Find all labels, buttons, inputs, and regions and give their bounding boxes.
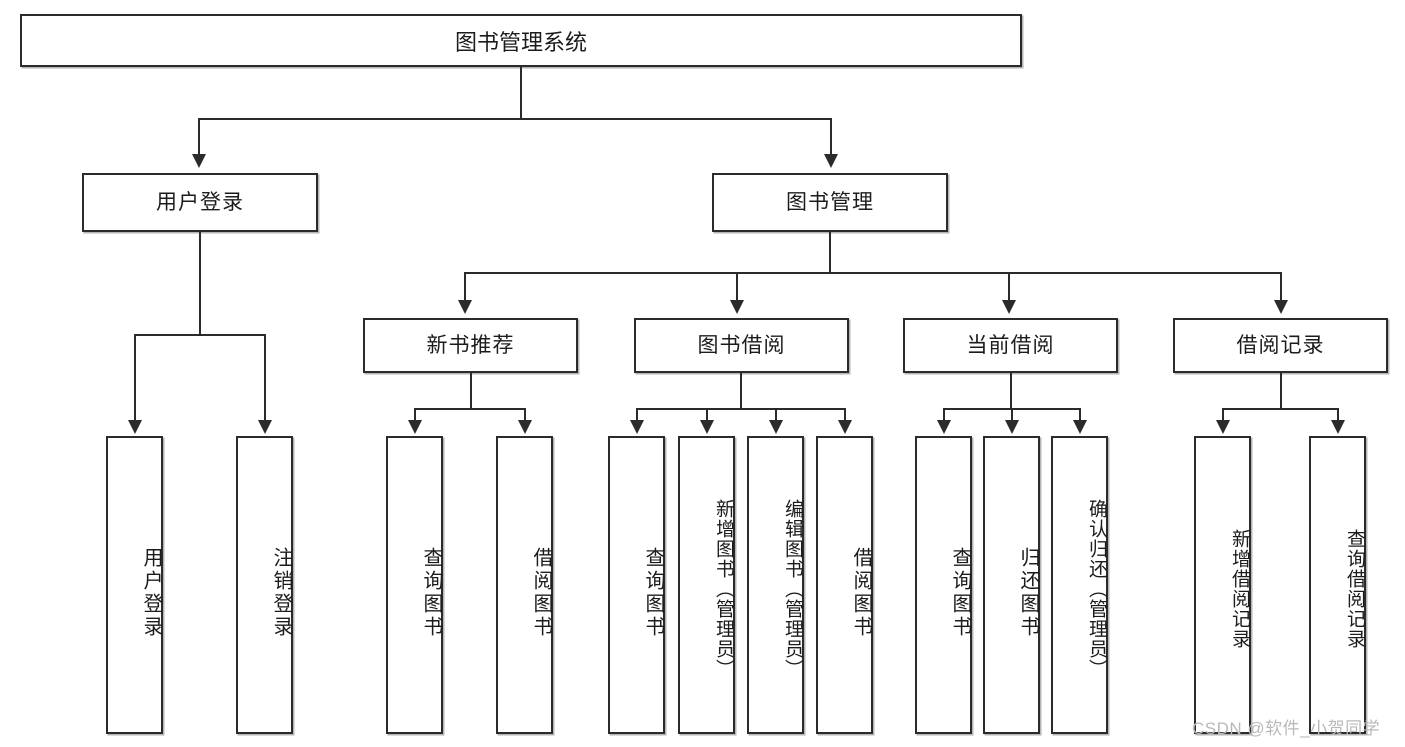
node-borrow-records[interactable]: 借阅记录	[1173, 318, 1388, 373]
connector-borrow-stem	[740, 373, 742, 408]
leaf-add-borrow-record[interactable]: 新增借阅记录	[1194, 436, 1251, 734]
connector-borrow-to-leaf2	[706, 408, 708, 422]
connector-records-to-leaf2	[1337, 408, 1339, 422]
connector-login-to-leaf1	[134, 334, 136, 422]
node-new-book-recommend[interactable]: 新书推荐	[363, 318, 578, 373]
leaf-borrow-book-newbooks[interactable]: 借阅图书	[496, 436, 553, 734]
leaf-user-login[interactable]: 用户登录	[106, 436, 163, 734]
arrowhead-login-to-leaf2	[258, 420, 272, 434]
csdn-watermark: CSDN @软件_小贺同学	[1192, 719, 1381, 738]
arrowhead-records-to-leaf1	[1216, 420, 1230, 434]
connector-bookmgmt-stem	[829, 232, 831, 272]
leaf-return-book[interactable]: 归还图书	[983, 436, 1040, 734]
leaf-query-book-current[interactable]: 查询图书	[915, 436, 972, 734]
connector-newbooks-to-leaf2	[524, 408, 526, 422]
connector-records-to-leaf1	[1222, 408, 1224, 422]
node-current-borrow[interactable]: 当前借阅	[903, 318, 1118, 373]
connector-login-to-leaf2	[264, 334, 266, 422]
connector-login-stem	[199, 232, 201, 334]
node-user-login[interactable]: 用户登录	[82, 173, 318, 232]
connector-current-to-leaf1	[943, 408, 945, 422]
arrowhead-borrow-to-leaf3	[769, 420, 783, 434]
arrowhead-borrow-to-leaf4	[838, 420, 852, 434]
connector-bookmgmt-to-records	[1280, 272, 1282, 302]
node-book-management[interactable]: 图书管理	[712, 173, 948, 232]
arrowhead-current-to-leaf2	[1005, 420, 1019, 434]
connector-borrow-to-leaf1	[636, 408, 638, 422]
arrowhead-bookmgmt-to-current	[1002, 300, 1016, 314]
leaf-borrow-book-borrow[interactable]: 借阅图书	[816, 436, 873, 734]
connector-root-stem	[520, 67, 522, 118]
arrowhead-current-to-leaf3	[1073, 420, 1087, 434]
arrowhead-current-to-leaf1	[937, 420, 951, 434]
leaf-query-borrow-record[interactable]: 查询借阅记录	[1309, 436, 1366, 734]
connector-root-bus	[198, 118, 832, 120]
connector-login-bus	[134, 334, 265, 336]
connector-current-to-leaf2	[1011, 408, 1013, 422]
arrowhead-borrow-to-leaf2	[700, 420, 714, 434]
connector-current-stem	[1010, 373, 1012, 408]
arrowhead-bookmgmt-to-newbooks	[458, 300, 472, 314]
node-root-library-system[interactable]: 图书管理系统	[20, 14, 1022, 67]
arrowhead-records-to-leaf2	[1331, 420, 1345, 434]
connector-bookmgmt-bus	[464, 272, 1280, 274]
leaf-query-book-borrow[interactable]: 查询图书	[608, 436, 665, 734]
leaf-query-book-newbooks[interactable]: 查询图书	[386, 436, 443, 734]
leaf-confirm-return-admin[interactable]: 确认归还（管理员）	[1051, 436, 1108, 734]
connector-records-bus	[1222, 408, 1339, 410]
arrowhead-login-to-leaf1	[128, 420, 142, 434]
connector-newbooks-stem	[470, 373, 472, 408]
arrowhead-bookmgmt-to-borrow	[730, 300, 744, 314]
connector-root-to-login	[198, 118, 200, 156]
arrowhead-borrow-to-leaf1	[630, 420, 644, 434]
arrowhead-root-to-login	[192, 154, 206, 168]
leaf-add-book-admin[interactable]: 新增图书（管理员）	[678, 436, 735, 734]
arrowhead-newbooks-to-leaf1	[408, 420, 422, 434]
connector-newbooks-bus	[414, 408, 526, 410]
connector-borrow-bus	[636, 408, 844, 410]
connector-bookmgmt-to-borrow	[736, 272, 738, 302]
connector-newbooks-to-leaf1	[414, 408, 416, 422]
connector-borrow-to-leaf4	[844, 408, 846, 422]
arrowhead-bookmgmt-to-records	[1274, 300, 1288, 314]
arrowhead-root-to-bookmgmt	[824, 154, 838, 168]
connector-borrow-to-leaf3	[775, 408, 777, 422]
connector-root-to-bookmgmt	[830, 118, 832, 156]
connector-bookmgmt-to-newbooks	[464, 272, 466, 302]
connector-bookmgmt-to-current	[1008, 272, 1010, 302]
connector-records-stem	[1280, 373, 1282, 408]
leaf-logout[interactable]: 注销登录	[236, 436, 293, 734]
connector-current-to-leaf3	[1079, 408, 1081, 422]
arrowhead-newbooks-to-leaf2	[518, 420, 532, 434]
leaf-edit-book-admin[interactable]: 编辑图书（管理员）	[747, 436, 804, 734]
node-book-borrow[interactable]: 图书借阅	[634, 318, 849, 373]
